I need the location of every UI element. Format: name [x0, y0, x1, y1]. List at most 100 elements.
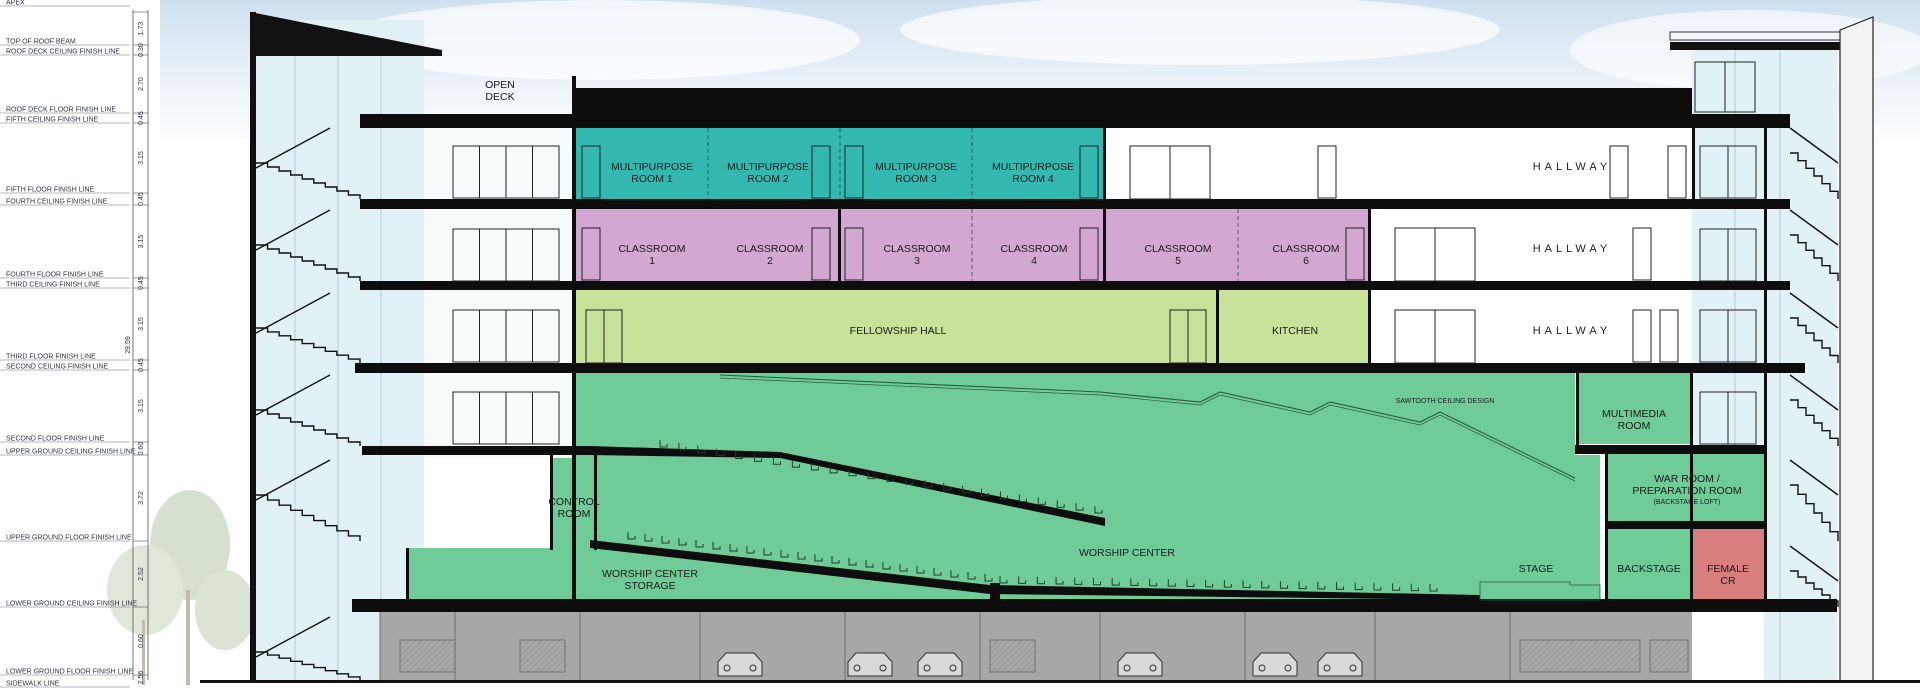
- ramp: [989, 639, 1036, 673]
- level-label: SECOND CEILING FINISH LINE: [6, 364, 109, 371]
- seat: [1018, 576, 1027, 584]
- seat: [1094, 506, 1103, 514]
- parking-bays: [379, 612, 1689, 680]
- seat-rows: [627, 440, 1438, 592]
- dimension-label: 3.15: [138, 235, 145, 249]
- seat: [899, 564, 908, 572]
- seat: [1205, 579, 1214, 588]
- level-label: ROOF DECK CEILING FINISH LINE: [6, 49, 120, 56]
- seat: [797, 552, 806, 560]
- seat: [729, 544, 738, 552]
- dimension-label: 2.70: [138, 77, 145, 91]
- dimension-label: 3.72: [138, 491, 145, 505]
- multipurpose-room-1-label: ROOM 1: [631, 173, 673, 185]
- stair-stringer: [1789, 545, 1839, 582]
- seat: [999, 576, 1008, 584]
- level-label: TOP OF ROOF BEAM: [6, 39, 76, 46]
- roof-slab: [572, 88, 1692, 122]
- sawtooth-label: SAWTOOTH CEILING DESIGN: [1396, 398, 1495, 405]
- seat: [981, 488, 990, 497]
- seat: [810, 462, 819, 471]
- stair-stringer: [1789, 292, 1839, 329]
- ramp: [519, 639, 566, 673]
- car-light: [853, 664, 861, 672]
- seat: [1261, 580, 1270, 589]
- control-room-label: CONTROL: [548, 496, 599, 508]
- classroom-1-label: 1: [649, 255, 655, 267]
- dimension-label: 3.15: [138, 399, 145, 413]
- seat: [1223, 580, 1232, 588]
- seat: [1429, 584, 1438, 592]
- door: [1659, 309, 1679, 363]
- dimension-label: 0.60: [138, 634, 145, 648]
- right-wall: [1839, 16, 1874, 683]
- stair-stringer: [255, 374, 331, 416]
- seat: [697, 445, 706, 454]
- seat: [1075, 503, 1084, 511]
- stair-flight: [1790, 152, 1839, 199]
- dimension-label: 3.15: [138, 151, 145, 165]
- cloud: [340, 0, 860, 80]
- stage-steps: [1479, 581, 1601, 601]
- stair-stringer: [255, 209, 331, 251]
- level-label: THIRD FLOOR FINISH LINE: [6, 354, 96, 361]
- multipurpose-room-4-label: ROOM 4: [1012, 173, 1054, 185]
- dimension-label: 2.52: [138, 567, 145, 581]
- roof-deck-slab: [360, 114, 572, 120]
- storage-label: STORAGE: [624, 580, 675, 592]
- seat: [924, 480, 933, 488]
- storage-zone: [408, 548, 588, 600]
- stair-stringer: [255, 459, 331, 501]
- multipurpose-room-1-label: MULTIPURPOSE: [611, 161, 693, 173]
- door: [1079, 227, 1099, 281]
- level-label: UPPER GROUND CEILING FINISH LINE: [6, 449, 136, 456]
- car-light: [949, 664, 957, 672]
- door: [581, 227, 601, 281]
- stair-stringer: [1789, 209, 1839, 246]
- war-room-label: WAR ROOM /: [1654, 473, 1720, 485]
- dimension-label: 0.45: [138, 192, 145, 206]
- floor-slabs: [352, 118, 1837, 612]
- stair-stringer: [1789, 374, 1839, 411]
- open-deck-label: DECK: [485, 91, 514, 103]
- car-icon: [1252, 652, 1298, 677]
- ramp: [1519, 639, 1641, 673]
- seat: [772, 457, 781, 465]
- seat: [695, 540, 704, 548]
- seat: [950, 570, 959, 578]
- storage-label: WORSHIP CENTER: [602, 568, 698, 580]
- seat: [967, 572, 976, 580]
- classroom-3-label: CLASSROOM: [883, 243, 950, 255]
- car-light: [1258, 664, 1266, 672]
- seat: [848, 558, 857, 566]
- door: [1345, 227, 1365, 281]
- stair-flight: [256, 651, 361, 680]
- cloud: [900, 0, 1500, 65]
- seat: [999, 491, 1008, 500]
- seat: [1167, 579, 1176, 587]
- left-roof: [250, 12, 442, 56]
- seat: [867, 471, 876, 480]
- seat: [754, 454, 763, 462]
- dimension-label: 3.15: [138, 317, 145, 331]
- car-light: [1149, 664, 1157, 672]
- seat: [1111, 578, 1120, 586]
- interior-walls: [406, 118, 1767, 600]
- seat: [678, 442, 687, 451]
- seat: [1149, 578, 1158, 587]
- stair-stringer: [255, 292, 331, 334]
- seat: [905, 477, 914, 485]
- stair-flight: [1790, 570, 1839, 607]
- stage-label: STAGE: [1519, 563, 1554, 575]
- hallway-5th: [1105, 128, 1692, 200]
- seat: [916, 566, 925, 574]
- seat: [791, 460, 800, 468]
- female-cr-zone: [1692, 528, 1764, 600]
- dimension-label: 1.73: [138, 22, 145, 36]
- seat: [780, 550, 789, 558]
- seat: [1336, 582, 1345, 590]
- classroom-4-label: 4: [1031, 255, 1037, 267]
- seat: [1074, 577, 1083, 585]
